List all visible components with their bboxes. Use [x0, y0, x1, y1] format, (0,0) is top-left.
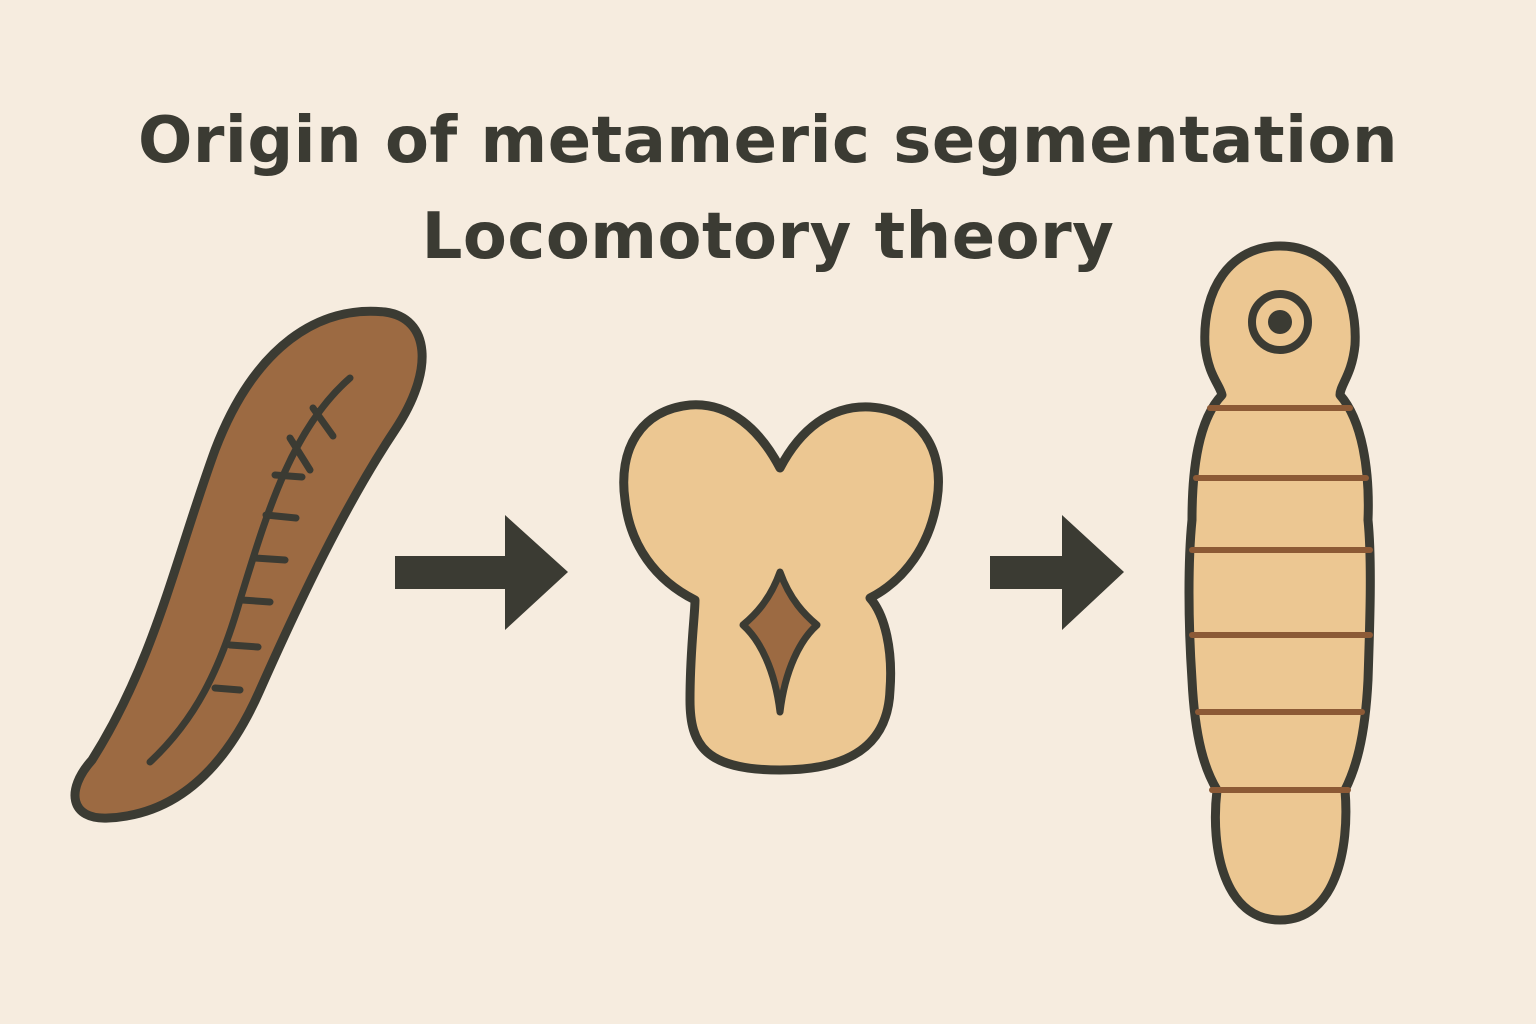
arrow-right-icon — [990, 515, 1124, 630]
worm-ridge — [271, 471, 306, 481]
worm-ridge — [211, 684, 244, 694]
body-cross-section — [619, 400, 943, 775]
worm-midline — [146, 374, 354, 766]
title-line-1: Origin of metameric segmentation — [137, 103, 1399, 178]
worm-ridge — [226, 641, 262, 651]
segment-rings — [1189, 405, 1373, 793]
title-line-2: Locomotory theory — [421, 199, 1115, 274]
eye-pupil-icon — [1268, 310, 1292, 334]
worm-ridge — [251, 554, 289, 564]
worm-ridge — [286, 434, 314, 474]
arrow-right-icon — [395, 515, 568, 630]
worm-ridge — [238, 596, 274, 606]
segmented-worm — [1184, 241, 1375, 925]
coelom-cavity — [739, 568, 821, 716]
diagram-title: Origin of metameric segmentation Locomot… — [0, 93, 1536, 285]
unsegmented-worm — [70, 306, 427, 823]
worm-ridges — [211, 404, 337, 694]
worm-ridge — [262, 511, 300, 522]
worm-ridge — [309, 404, 337, 440]
